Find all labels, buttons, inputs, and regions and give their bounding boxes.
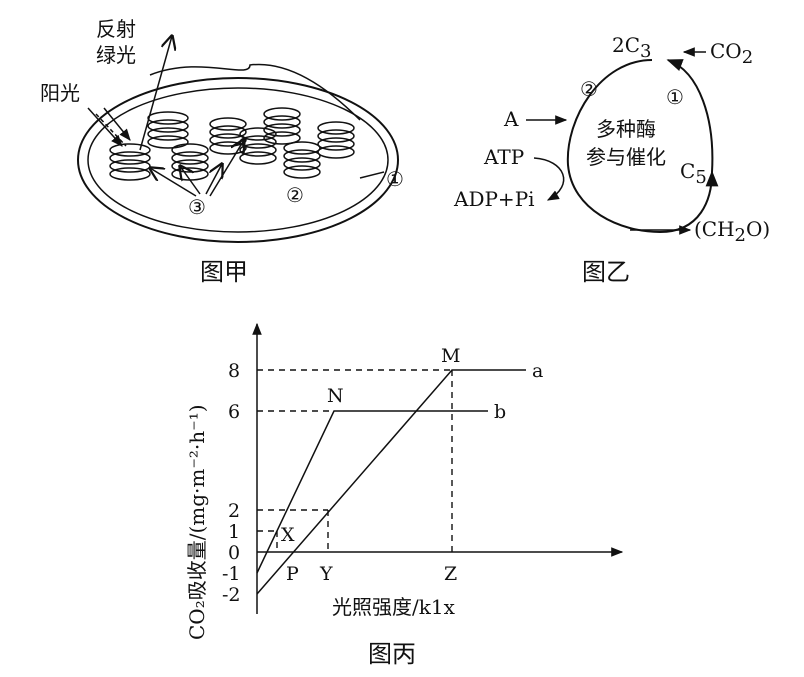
reflect-label-line2: 绿光 bbox=[96, 43, 136, 67]
y-tick-6: 6 bbox=[228, 401, 240, 423]
chloroplast-inner-membrane bbox=[87, 87, 389, 233]
cycle-arc-left bbox=[566, 59, 719, 234]
figure-c-caption: 图丙 bbox=[368, 640, 416, 668]
pointer-3 bbox=[180, 166, 201, 195]
sunlight-label: 阳光 bbox=[40, 81, 80, 105]
line-b-label: b bbox=[494, 401, 506, 423]
line-a-label: a bbox=[532, 360, 543, 382]
a-label: A bbox=[503, 107, 519, 131]
y-tick-0: 0 bbox=[228, 542, 240, 564]
figure-a-caption: 图甲 bbox=[200, 258, 248, 286]
granum bbox=[283, 141, 321, 179]
granum bbox=[171, 143, 209, 181]
granum bbox=[109, 143, 151, 181]
marker-1: ① bbox=[386, 167, 404, 191]
x-tick-P: P bbox=[286, 563, 299, 585]
enzyme-line2: 参与催化 bbox=[586, 145, 666, 169]
c5-label: C5 bbox=[680, 159, 707, 188]
y-tick-neg2: -2 bbox=[222, 584, 241, 606]
ch2o-label: (CH2O) bbox=[694, 217, 770, 246]
pointer-1 bbox=[359, 171, 385, 179]
figure-a-chloroplast: 反射 绿光 阳光 ① ② ③ 图甲 bbox=[40, 17, 404, 286]
granum bbox=[147, 111, 189, 149]
point-N-label: N bbox=[327, 385, 344, 407]
series-b-line bbox=[256, 410, 488, 574]
atp-label: ATP bbox=[483, 145, 524, 169]
co2-label: CO2 bbox=[710, 39, 753, 68]
y-tick-2: 2 bbox=[228, 500, 240, 522]
x-tick-Z: Z bbox=[444, 563, 457, 585]
y-tick-1: 1 bbox=[228, 521, 240, 543]
marker-3: ③ bbox=[188, 195, 206, 219]
granum bbox=[317, 121, 355, 159]
figure-c-chart: 8 6 2 1 0 -1 -2 P Y Z M N X a b CO₂吸收量/(… bbox=[185, 322, 624, 668]
granum bbox=[209, 117, 247, 155]
membrane-fold bbox=[149, 63, 361, 121]
y-tick-8: 8 bbox=[228, 360, 240, 382]
marker-2: ② bbox=[580, 77, 598, 101]
enzyme-line1: 多种酶 bbox=[596, 117, 656, 141]
adp-label: ADP+Pi bbox=[453, 187, 535, 211]
series-a-line bbox=[256, 369, 526, 595]
grana-stacks bbox=[109, 107, 355, 181]
sunlight-arrow bbox=[87, 107, 123, 147]
pointer-3 bbox=[150, 168, 197, 197]
x-axis-label: 光照强度/k1x bbox=[332, 595, 456, 619]
pointer-3 bbox=[209, 140, 244, 197]
marker-2: ② bbox=[286, 183, 304, 207]
point-X-label: X bbox=[281, 524, 295, 546]
c3-label: 2C3 bbox=[612, 33, 651, 62]
figure-b-calvin-cycle: 2C3 CO2 C5 A ATP ADP+Pi (CH2O) 多种酶 参与催化 … bbox=[453, 33, 770, 286]
cycle-arc-right bbox=[666, 59, 714, 173]
reflected-light-arrow bbox=[139, 36, 172, 151]
y-axis-label: CO₂吸收量/(mg·m⁻²·h⁻¹) bbox=[185, 404, 209, 640]
x-tick-Y: Y bbox=[319, 563, 333, 585]
sunlight-arrow bbox=[103, 107, 131, 141]
figure-b-caption: 图乙 bbox=[582, 258, 630, 286]
granum bbox=[263, 107, 301, 145]
pointer-3 bbox=[205, 164, 222, 195]
marker-1: ① bbox=[666, 85, 684, 109]
atp-arrow bbox=[533, 157, 565, 201]
chloroplast-outer-membrane bbox=[77, 77, 399, 243]
point-M-label: M bbox=[441, 345, 460, 367]
y-tick-neg1: -1 bbox=[222, 563, 241, 585]
reflect-label-line1: 反射 bbox=[96, 17, 136, 41]
